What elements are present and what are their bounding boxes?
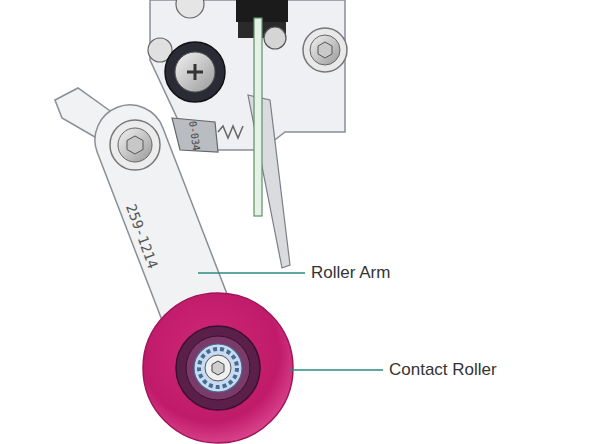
blade [254,18,262,216]
roller-hub [186,336,250,400]
cross-bolt [175,52,215,92]
hex-socket [127,136,143,154]
spring [218,126,243,138]
part-label: Contact Roller [389,360,497,380]
roller-hub [176,326,260,410]
pivot-bolt [118,128,152,162]
cross-slot [187,64,203,80]
part-number: 259-1214 [123,201,162,270]
pivot-bolt [110,120,160,170]
hex-socket [318,42,332,58]
hex-socket [212,361,224,375]
hex-bolt [303,28,347,72]
leader-line [290,369,383,371]
part-number: 0-034 [186,120,202,151]
screw [176,0,204,18]
leader-line [198,272,305,274]
contact-roller [143,293,293,443]
lock-washer [194,344,242,392]
part-label: Roller Arm [311,263,390,283]
lock-washer-teeth [199,349,237,387]
cross-bolt [165,42,225,102]
small-bolt [264,27,286,49]
lever [172,118,218,152]
hex-bolt [310,35,340,65]
hex-bolt [205,355,231,381]
